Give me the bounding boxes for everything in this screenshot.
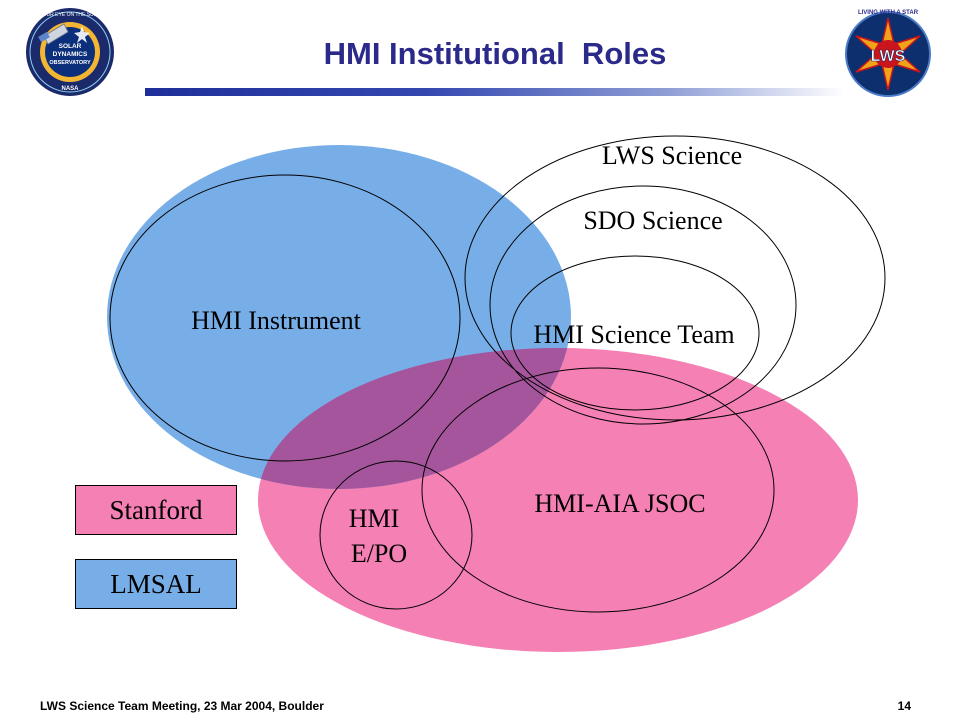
legend-lmsal-label: LMSAL [110, 568, 202, 599]
overlap-region [258, 348, 571, 489]
hmi-instrument-label: HMI Instrument [191, 306, 361, 335]
lws-science-label: LWS Science [602, 141, 742, 170]
sdo-center-line-3: OBSERVATORY [49, 60, 91, 66]
sdo-science-ellipse [489, 185, 797, 425]
lws-arc-text: LIVING WITH A STAR [858, 10, 919, 16]
sdo-agency-text: NASA [61, 86, 79, 92]
hmi-aia-jsoc-label: HMI-AIA JSOC [534, 489, 705, 518]
footer-page-number: 14 [897, 699, 911, 713]
lws-science-ellipse [464, 135, 886, 421]
hmi-instrument-ellipse [109, 174, 461, 462]
hmi-epo-ellipse [319, 460, 473, 610]
sdo-center-line-1: SOLAR [59, 43, 82, 50]
title-underline-bar [145, 88, 845, 96]
slide-title: HMI Institutional Roles [323, 36, 667, 71]
sdo-ring-text: OUR EYE ON THE SUN [43, 12, 98, 18]
hmi-epo-label-line-2: E/PO [351, 539, 407, 568]
sdo-center-line-2: DYNAMICS [53, 51, 88, 58]
sdo-mission-logo-icon: OUR EYE ON THE SUN SOLAR DYNAMICS OBSERV… [26, 8, 114, 96]
legend-stanford-label: Stanford [109, 494, 203, 525]
legend-lmsal: LMSAL [75, 559, 237, 609]
hmi-aia-jsoc-ellipse [421, 367, 775, 613]
hmi-science-team-label: HMI Science Team [533, 320, 734, 349]
footer-meeting-text: LWS Science Team Meeting, 23 Mar 2004, B… [40, 699, 324, 713]
hmi-epo-label-line-1: HMI [349, 504, 400, 533]
hmi-science-team-ellipse [510, 255, 760, 411]
lws-center-text: LWS [871, 48, 906, 65]
lws-program-logo-icon: LIVING WITH A STAR LWS [845, 10, 931, 97]
legend-stanford: Stanford [75, 485, 237, 535]
sdo-science-label: SDO Science [583, 206, 722, 235]
